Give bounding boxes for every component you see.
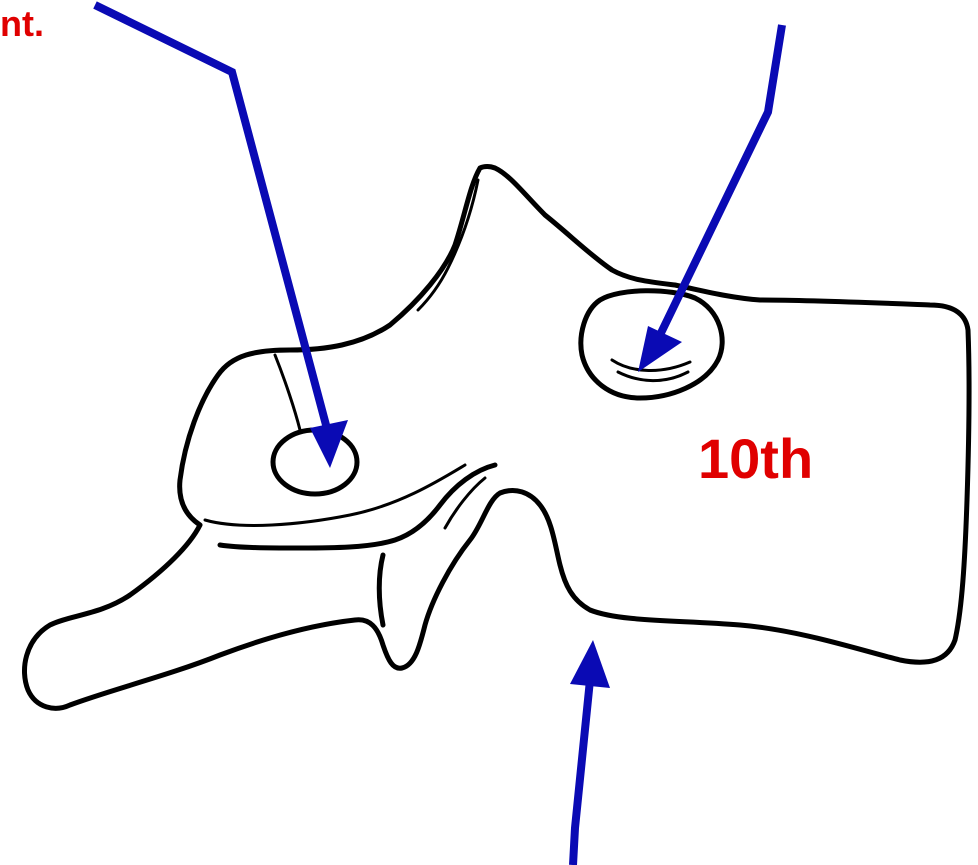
superior-costal-facet-detail-2 xyxy=(618,372,688,381)
transverse-process-lower xyxy=(205,465,465,525)
vertebra-outline xyxy=(24,167,969,709)
transverse-costal-facet xyxy=(273,430,357,494)
inferior-articular-groove xyxy=(220,465,495,548)
arrow-transverse-facet xyxy=(95,5,330,440)
pointer-arrows xyxy=(95,5,782,865)
arrow-superior-facet-head xyxy=(638,326,682,372)
transverse-process-line xyxy=(275,355,300,430)
vertebra-number-label: 10th xyxy=(698,427,813,490)
vertebra-main-contour xyxy=(24,167,969,709)
arrow-body-border-head xyxy=(570,640,610,688)
arrow-transverse-facet-head xyxy=(310,420,348,468)
top-left-label-fragment: nt. xyxy=(0,3,44,44)
arrow-body-border xyxy=(573,680,590,865)
inferior-articular-notch xyxy=(379,555,383,625)
arrow-superior-facet xyxy=(660,25,782,335)
